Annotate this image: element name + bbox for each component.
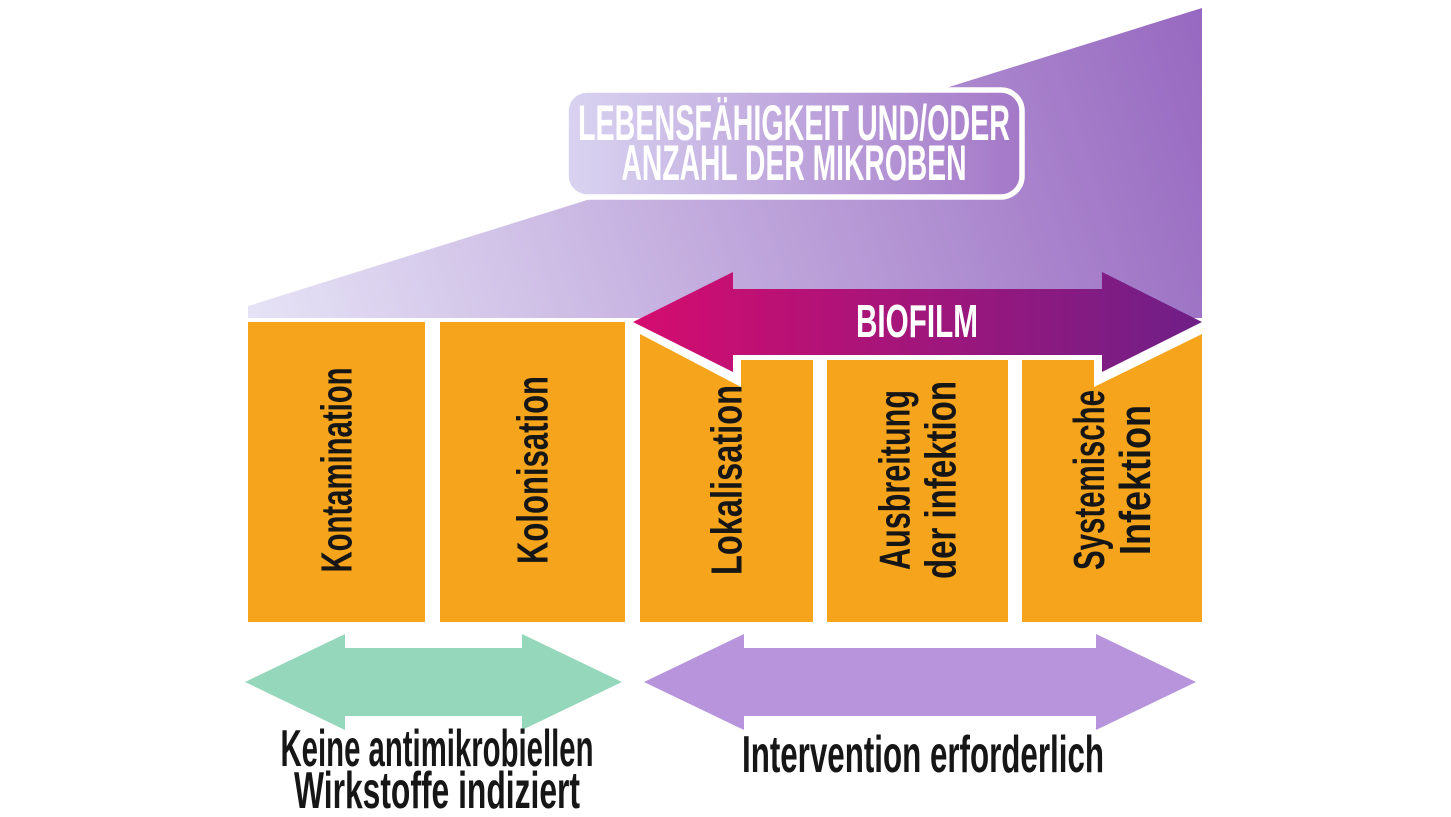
- no-antimicrobials-caption-line-2: Wirkstoffe indiziert: [294, 762, 580, 817]
- biofilm-arrow: [633, 272, 1202, 372]
- stage-box-ausbreitung: [827, 360, 1008, 622]
- stage-label-ausbreitung-line-2: der infektion: [917, 381, 966, 579]
- stage-box-systemische: [1022, 334, 1202, 622]
- title-line-1: LEBENSFÄHIGKEIT UND/ODER: [578, 95, 1010, 151]
- title-line-2: ANZAHL DER MIKROBEN: [622, 135, 967, 191]
- title-box: [563, 87, 1025, 200]
- stage-label-kolonisation: Kolonisation: [509, 376, 558, 564]
- stage-label-lokalisation: Lokalisation: [703, 385, 752, 575]
- stage-label-ausbreitung-line-1: Ausbreitung: [871, 390, 920, 570]
- no-antimicrobials-caption-line-1: Keine antimikrobiellen: [281, 720, 594, 778]
- stage-box-kontamination: [248, 322, 425, 622]
- stage-label-kontamination: Kontamination: [313, 368, 362, 573]
- intervention-caption: Intervention erforderlich: [742, 726, 1104, 784]
- stage-label-systemische-line-1: Systemische: [1065, 390, 1114, 570]
- biofilm-arrow-label: BIOFILM: [856, 295, 978, 347]
- stage-box-lokalisation: [640, 334, 813, 622]
- no-antimicrobials-arrow: [245, 634, 622, 730]
- stage-label-systemische-line-2: Infektion: [1111, 405, 1160, 555]
- intervention-arrow: [644, 634, 1196, 730]
- stage-box-kolonisation: [440, 322, 625, 622]
- stage-labels: Kontamination Kolonisation Lokalisation …: [313, 368, 1161, 580]
